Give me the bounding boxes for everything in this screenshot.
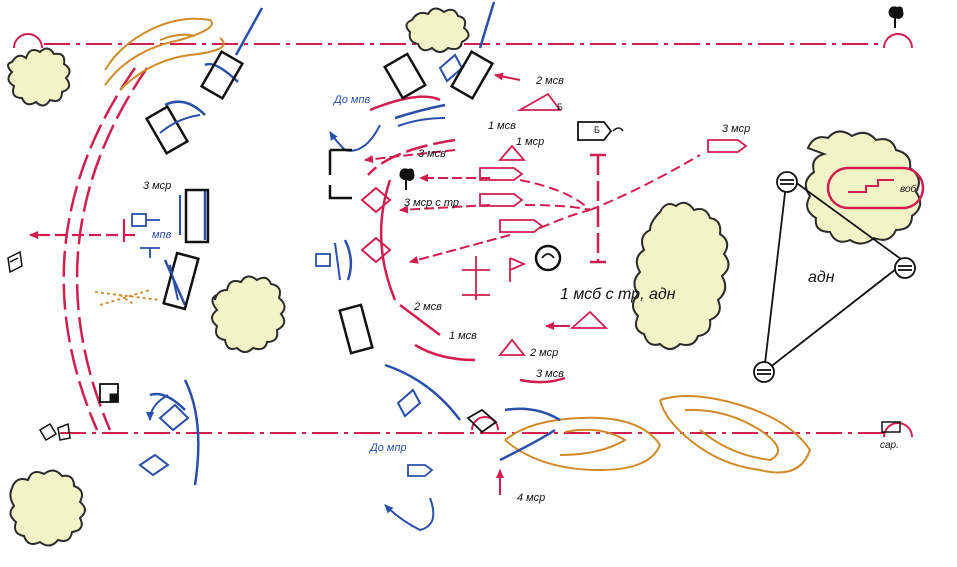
terrain-contours-top <box>104 17 225 91</box>
battery-icon <box>894 257 916 279</box>
battery-icon <box>776 171 798 193</box>
battalion-command-line <box>590 153 606 264</box>
label-2-msv-top: 2 мсв <box>536 75 564 87</box>
enemy-positions <box>149 1 561 486</box>
label-adn: адн <box>808 269 835 286</box>
label-3-msv-left: 3 мсв <box>418 148 446 160</box>
label-1-msr-top: 1 мср <box>516 136 545 148</box>
label-4-msr: 4 мср <box>517 492 546 504</box>
position-rectangles <box>144 49 495 355</box>
boundary-top <box>13 33 913 49</box>
battery-icon <box>753 361 775 383</box>
label-1-msv-bottom: 1 мсв <box>449 330 477 342</box>
withdrawal-arrows-center <box>364 72 570 495</box>
label-3-msr-left: 3 мср <box>143 180 172 192</box>
battalion-triangle-label: Б <box>557 102 563 112</box>
label-do-mpr: До мпр <box>370 442 407 454</box>
label-vob: воб <box>900 184 917 195</box>
label-sar: сар. <box>880 440 899 451</box>
forest-top-left <box>7 47 71 107</box>
forest-bottom-left <box>9 469 86 547</box>
withdrawal-arrows-left <box>29 219 135 242</box>
label-2-msv-bottom: 2 мсв <box>414 301 442 313</box>
enemy-arrows <box>146 124 435 532</box>
label-3-msr-tr: 3 мср с тр <box>404 197 459 209</box>
tree-icon <box>399 168 415 190</box>
unit-symbols <box>462 92 748 356</box>
friendly-diamonds <box>360 186 392 264</box>
forest-center-right <box>632 201 730 350</box>
label-mpv: мпв <box>152 229 172 241</box>
artillery-triangle <box>753 171 916 383</box>
tree-icon <box>888 6 904 28</box>
forest-right <box>804 130 925 245</box>
enemy-position-marks <box>131 213 434 477</box>
fire-sectors <box>519 154 701 229</box>
battalion-marker <box>577 121 624 141</box>
label-main-unit: 1 мсб с тр, адн <box>560 286 676 303</box>
label-1-msv-top: 1 мсв <box>488 120 516 132</box>
barrier-pattern <box>94 289 161 306</box>
terrain-contours-bottom <box>504 395 812 474</box>
boundary-bottom <box>60 416 913 438</box>
central-defense-arc <box>367 95 566 384</box>
label-3-msr-top: 3 мср <box>722 123 751 135</box>
trench-lines <box>159 114 446 301</box>
observation-post-icon <box>7 250 901 442</box>
battalion-marker-label: Б <box>594 125 600 135</box>
label-3-msv-bottom: 3 мсв <box>536 368 564 380</box>
forest-middle-left <box>211 275 286 353</box>
label-2-msr-bottom: 2 мср <box>530 347 559 359</box>
label-do-mpv: До мпв <box>334 94 371 106</box>
command-post-flag-icon <box>534 244 562 272</box>
forest-top-center <box>405 7 470 53</box>
left-defense-line <box>62 67 149 431</box>
